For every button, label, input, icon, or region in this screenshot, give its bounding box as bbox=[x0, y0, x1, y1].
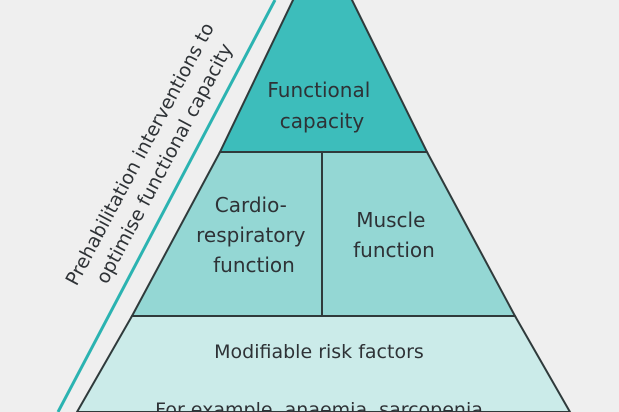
tier-bottom-line2: For example, anaemia, sarcopenia, bbox=[155, 399, 489, 412]
tier-middle-left-label: Cardio- respiratory function bbox=[196, 193, 312, 277]
tier-bottom-label: Modifiable risk factors For example, ana… bbox=[155, 341, 489, 412]
tier-top-line2: capacity bbox=[280, 109, 365, 133]
tier-middle-right-label: Muscle function bbox=[353, 208, 435, 262]
tier-middle-left-line2: respiratory bbox=[196, 223, 306, 247]
tier-middle-left-line3: function bbox=[213, 253, 295, 277]
tier-middle-left-line1: Cardio- bbox=[215, 193, 287, 217]
tier-middle-right-line1: Muscle bbox=[356, 208, 425, 232]
tier-top-label: Functional capacity bbox=[267, 78, 376, 133]
tier-bottom-shape bbox=[75, 315, 572, 412]
tier-top-line1: Functional bbox=[267, 78, 370, 102]
tier-top-shape bbox=[218, 0, 429, 153]
tier-middle-shape bbox=[130, 151, 517, 317]
side-accent-line bbox=[56, 0, 277, 412]
tier-middle-right-line2: function bbox=[353, 238, 435, 262]
tier-bottom-line1: Modifiable risk factors bbox=[214, 341, 424, 363]
